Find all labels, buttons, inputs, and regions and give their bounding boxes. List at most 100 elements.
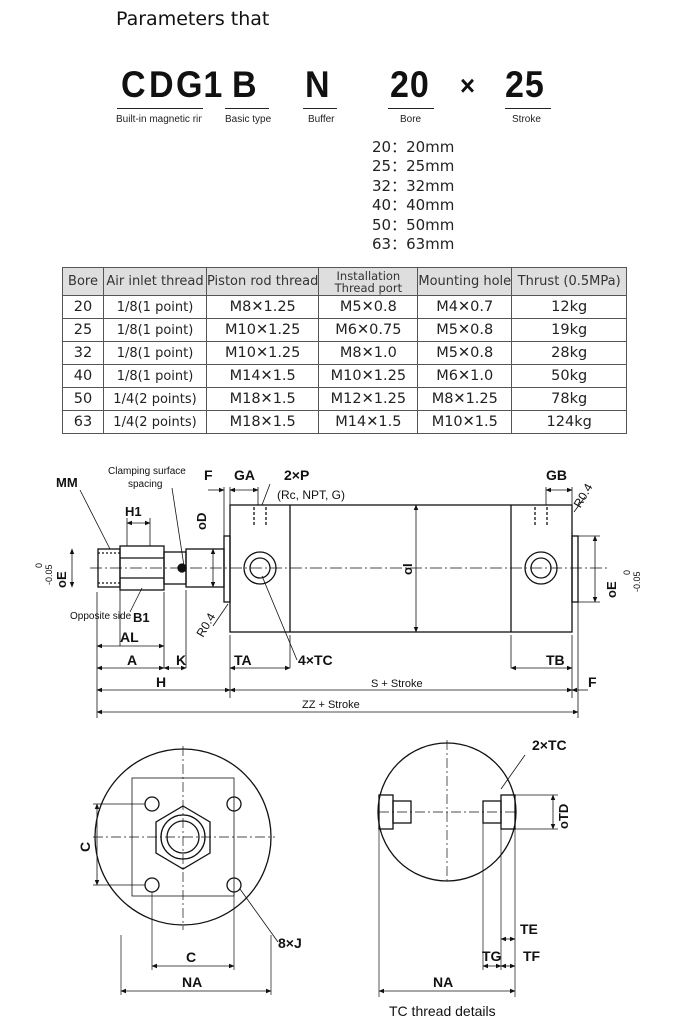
- label-tol-bot-right: -0.05: [632, 571, 642, 592]
- code-rule-buffer: [303, 108, 337, 109]
- bore-option: 32：32mm: [372, 176, 455, 195]
- header-thrust: Thrust (0.5MPa): [511, 267, 628, 296]
- label-clamp-2: spacing: [128, 479, 162, 490]
- label-s-stroke: S + Stroke: [371, 678, 423, 690]
- label-c-horizontal: C: [186, 949, 196, 965]
- label-tol-top-left: 0: [34, 563, 44, 568]
- label-gb: GB: [546, 467, 567, 483]
- label-tol-bot-left: -0.05: [44, 564, 54, 585]
- label-c-vertical: C: [77, 842, 93, 852]
- code-rule-magnetic: [117, 108, 203, 109]
- bore-option: 25：25mm: [372, 157, 455, 176]
- label-tol-top-right: 0: [622, 570, 632, 575]
- cell-thread-port: M6✕0.75: [318, 318, 419, 342]
- header-piston-rod: Piston rod thread: [205, 267, 320, 296]
- label-clamp-1: Clamping surface: [108, 466, 186, 477]
- spec-table: Bore Air inlet thread Piston rod thread …: [62, 267, 628, 434]
- header-installation-line1: Installation: [336, 268, 401, 283]
- cell-air-inlet: 1/8(1 point): [103, 341, 207, 365]
- cell-bore: 50: [62, 387, 104, 411]
- tc-thread-left: [392, 800, 412, 824]
- label-opposite-side: Opposite side: [70, 611, 132, 622]
- code-d: D: [149, 64, 175, 105]
- label-k: K: [176, 652, 186, 668]
- cell-piston-rod: M18✕1.5: [205, 387, 320, 411]
- mount-hole: [144, 796, 160, 812]
- mount-hole: [144, 877, 160, 893]
- cell-bore: 25: [62, 318, 104, 342]
- label-otd: oTD: [556, 804, 571, 829]
- cell-air-inlet: 1/8(1 point): [103, 318, 207, 342]
- label-tg: TG: [482, 948, 502, 964]
- caption-basic: Basic type: [225, 114, 272, 125]
- cell-mounting-hole: M10✕1.5: [417, 410, 513, 434]
- label-od: oD: [194, 513, 209, 530]
- code-c: C: [121, 64, 147, 105]
- header-bore: Bore: [62, 267, 104, 296]
- label-tf: TF: [523, 948, 541, 964]
- page-title: Parameters that: [116, 8, 270, 30]
- front-boss: [223, 535, 231, 603]
- header-mounting-hole: Mounting hole: [417, 267, 513, 296]
- cell-bore: 32: [62, 341, 104, 365]
- code-bore: 20: [390, 64, 430, 105]
- cell-piston-rod: M18✕1.5: [205, 410, 320, 434]
- bore-option: 20：20mm: [372, 138, 455, 156]
- cell-thrust: 124kg: [511, 410, 628, 434]
- table-header-row: Bore Air inlet thread Piston rod thread …: [62, 267, 628, 296]
- code-rule-stroke: [505, 108, 551, 109]
- label-oi: oI: [400, 563, 415, 575]
- code-rule-basic: [225, 108, 269, 109]
- label-na-end: NA: [182, 974, 202, 990]
- tc-thread-right: [482, 800, 502, 824]
- bore-options: 20：20mm 25：25mm 32：32mm 40：40mm 50：50mm …: [372, 138, 454, 254]
- label-zz-stroke: ZZ + Stroke: [302, 699, 360, 711]
- cell-thrust: 50kg: [511, 364, 628, 388]
- label-h1: H1: [125, 504, 142, 519]
- cell-thrust: 19kg: [511, 318, 628, 342]
- code-g1: G1: [176, 64, 224, 105]
- label-te: TE: [520, 921, 538, 937]
- cell-thread-port: M10✕1.25: [318, 364, 419, 388]
- code-n: N: [305, 64, 331, 105]
- cell-bore: 40: [62, 364, 104, 388]
- cell-air-inlet: 1/4(2 points): [103, 387, 207, 411]
- code-b: B: [232, 64, 258, 105]
- cell-thrust: 78kg: [511, 387, 628, 411]
- caption-stroke: Stroke: [512, 114, 541, 125]
- header-installation-line2: Thread port: [334, 280, 403, 295]
- detail-caption: TC thread details: [389, 1003, 496, 1019]
- label-r04-right: R0.4: [571, 481, 596, 510]
- label-na-detail: NA: [433, 974, 453, 990]
- label-oe-left: oE: [54, 571, 69, 588]
- label-ga: GA: [234, 467, 255, 483]
- label-ta: TA: [234, 652, 252, 668]
- code-times: ×: [460, 70, 476, 101]
- label-8j: 8×J: [278, 935, 302, 951]
- label-oe-right: oE: [604, 581, 619, 598]
- cell-thrust: 12kg: [511, 295, 628, 319]
- mount-hole: [226, 796, 242, 812]
- bore-option: 63：63mm: [372, 235, 455, 254]
- caption-magnetic: Built-in magnetic ring: [116, 114, 202, 125]
- code-rule-bore: [388, 108, 434, 109]
- cell-piston-rod: M10✕1.25: [205, 341, 320, 365]
- label-mm: MM: [56, 475, 78, 490]
- label-r04-left: R0.4: [193, 610, 218, 639]
- label-2tc: 2×TC: [532, 737, 567, 753]
- rear-boss: [571, 535, 579, 603]
- cell-thrust: 28kg: [511, 341, 628, 365]
- code-stroke: 25: [505, 64, 545, 105]
- label-h: H: [156, 674, 166, 690]
- cell-mounting-hole: M4✕0.7: [417, 295, 513, 319]
- label-al: AL: [120, 629, 139, 645]
- cell-bore: 63: [62, 410, 104, 434]
- cell-thread-port: M14✕1.5: [318, 410, 419, 434]
- label-2p: 2×P: [284, 467, 309, 483]
- cell-bore: 20: [62, 295, 104, 319]
